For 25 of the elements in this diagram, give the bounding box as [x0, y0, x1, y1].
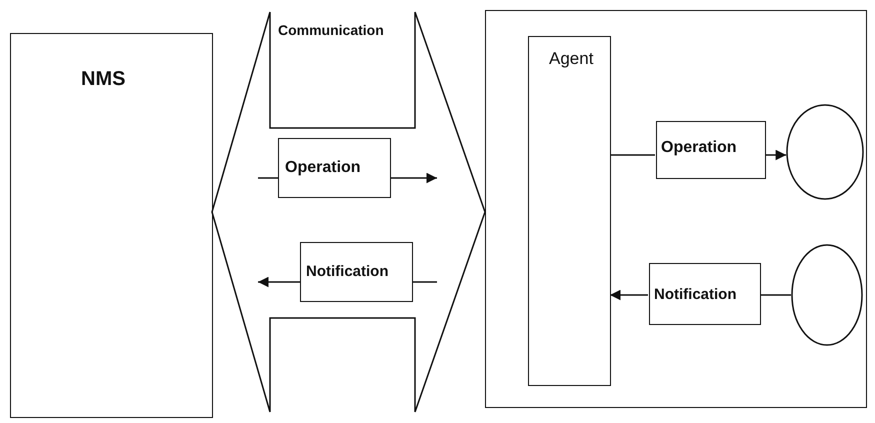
resource-circle [786, 104, 864, 200]
connector-line [610, 154, 655, 156]
system-box [485, 10, 867, 408]
connector-line [413, 281, 437, 283]
node-label: NMS [81, 68, 126, 91]
operation-box [278, 138, 391, 198]
arrow [258, 276, 300, 288]
agent-box [528, 36, 611, 386]
notification-box [300, 242, 413, 302]
resource-circle [791, 244, 863, 346]
notification-box [649, 263, 761, 325]
arrow [391, 172, 437, 184]
node-label: Communication [278, 22, 384, 38]
arrow [765, 150, 786, 160]
node-label: Notification [306, 263, 388, 280]
node-label: Agent [549, 49, 594, 69]
node-label: Notification [654, 286, 736, 303]
connector-line [258, 177, 278, 179]
node-label: Operation [661, 139, 737, 157]
nms-box [10, 33, 213, 418]
arrow [610, 290, 648, 300]
operation-box [656, 121, 766, 179]
connector-line [760, 294, 791, 296]
node-label: Operation [285, 159, 361, 177]
channel-shape [212, 12, 485, 412]
